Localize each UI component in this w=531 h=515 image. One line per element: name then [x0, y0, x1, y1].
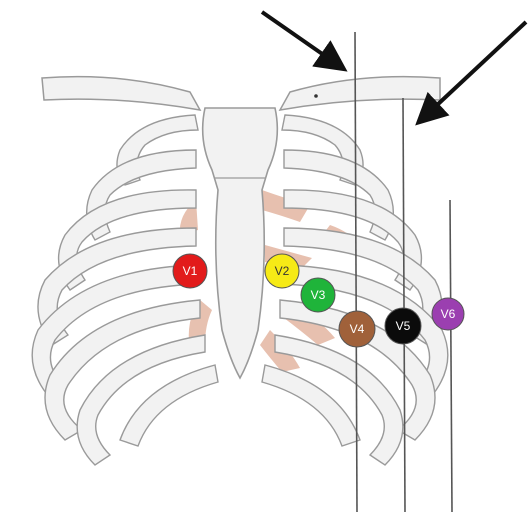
- rib-cage: [32, 77, 448, 465]
- electrode-v2: V2: [265, 254, 299, 288]
- electrode-v4: V4: [339, 311, 375, 347]
- left-clavicle: [42, 77, 200, 110]
- electrode-v6: V6: [432, 298, 464, 330]
- electrode-v5-label: V5: [396, 319, 411, 333]
- mid-axillary-line: [450, 200, 452, 512]
- electrode-v1-label: V1: [183, 264, 198, 278]
- clavicle-marker-dot: [314, 94, 318, 98]
- electrode-v3-label: V3: [311, 288, 326, 302]
- electrode-v4-label: V4: [350, 322, 365, 336]
- left-ribs: [32, 115, 218, 465]
- electrode-v1: V1: [173, 254, 207, 288]
- right-clavicle: [280, 77, 440, 110]
- anterior-axillary-line: [403, 98, 405, 512]
- arrow-to-mid-clavicular-line: [262, 12, 341, 67]
- electrode-v6-label: V6: [441, 307, 456, 321]
- arrow-to-anterior-axillary-line: [421, 22, 526, 120]
- electrode-v3: V3: [301, 278, 335, 312]
- electrode-v2-label: V2: [275, 264, 290, 278]
- electrode-v5: V5: [385, 308, 421, 344]
